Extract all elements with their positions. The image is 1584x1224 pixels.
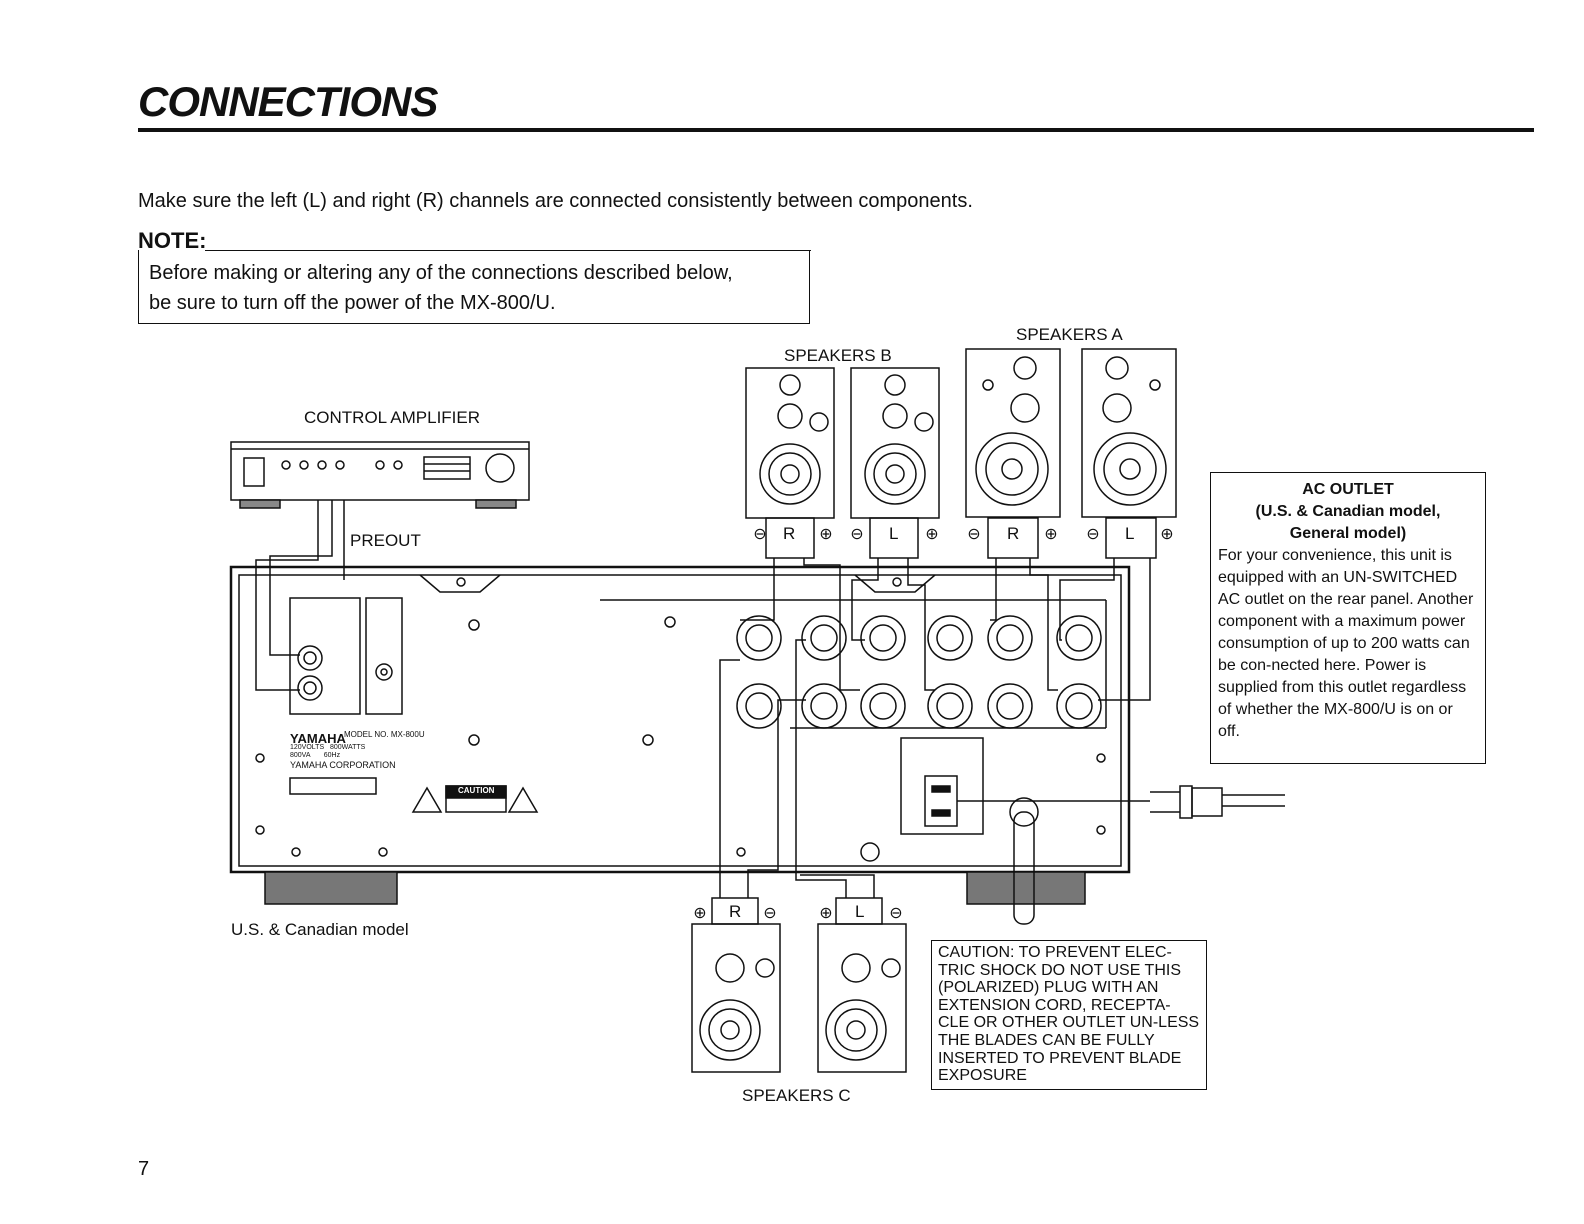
note-label: NOTE: xyxy=(138,228,207,253)
note-rule xyxy=(205,250,811,251)
svg-text:⊕: ⊕ xyxy=(1160,526,1173,543)
speakers-c-label: SPEAKERS C xyxy=(742,1086,851,1105)
panel-caution: CAUTION xyxy=(458,786,495,795)
speakers-b-drawing xyxy=(745,367,940,519)
speaker-a-r-label: R xyxy=(1007,524,1020,543)
svg-text:⊖: ⊖ xyxy=(753,526,766,543)
speakers-a-label: SPEAKERS A xyxy=(1016,325,1123,344)
svg-text:⊖: ⊖ xyxy=(1086,526,1099,543)
preout-label: PREOUT xyxy=(350,531,421,550)
ac-outlet-body: For your convenience, this unit is equip… xyxy=(1218,547,1474,740)
ac-outlet-heading: AC OUTLET xyxy=(1302,481,1394,498)
control-amplifier-drawing xyxy=(230,441,530,509)
intro-text: Make sure the left (L) and right (R) cha… xyxy=(138,190,973,212)
speakers-b-label: SPEAKERS B xyxy=(784,346,892,365)
page-title: CONNECTIONS xyxy=(138,78,438,125)
panel-rating-2: 800VA 60Hz xyxy=(290,752,341,759)
ac-outlet-subheading-2: General model) xyxy=(1289,525,1407,542)
svg-text:⊕: ⊕ xyxy=(819,526,832,543)
svg-text:⊕: ⊕ xyxy=(693,905,706,922)
note-line-2: be sure to turn off the power of the MX-… xyxy=(149,292,556,314)
panel-corporation: YAMAHA CORPORATION xyxy=(290,760,396,770)
svg-text:⊖: ⊖ xyxy=(889,905,902,922)
speakers-a-drawing xyxy=(965,348,1177,518)
note-box: Before making or altering any of the con… xyxy=(138,250,810,324)
svg-text:⊕: ⊕ xyxy=(925,526,938,543)
svg-text:⊕: ⊕ xyxy=(819,905,832,922)
svg-text:⊖: ⊖ xyxy=(850,526,863,543)
panel-brand: YAMAHA xyxy=(290,731,346,746)
ac-outlet-subheading: (U.S. & Canadian model, xyxy=(1255,503,1441,520)
power-amplifier-drawing xyxy=(229,565,1285,925)
panel-rating-1: 120VOLTS 800WATTS xyxy=(290,744,366,751)
speaker-c-r-label: R xyxy=(729,902,742,921)
model-caption: U.S. & Canadian model xyxy=(231,920,409,939)
page-number: 7 xyxy=(138,1158,150,1180)
svg-text:⊕: ⊕ xyxy=(1044,526,1057,543)
caution-box: CAUTION: TO PREVENT ELEC-TRIC SHOCK DO N… xyxy=(931,940,1207,1090)
speaker-terminal-boxes xyxy=(711,517,1157,925)
svg-text:⊖: ⊖ xyxy=(967,526,980,543)
speaker-b-l-label: L xyxy=(889,524,899,543)
title-rule xyxy=(138,128,1534,132)
speaker-terminals xyxy=(736,615,1102,729)
speakers-c-drawing xyxy=(691,923,907,1073)
control-amplifier-label: CONTROL AMPLIFIER xyxy=(304,408,481,427)
speaker-a-l-label: L xyxy=(1125,524,1135,543)
note-line-1: Before making or altering any of the con… xyxy=(149,262,733,284)
speaker-b-r-label: R xyxy=(783,524,796,543)
svg-text:⊖: ⊖ xyxy=(763,905,776,922)
ac-outlet-box: AC OUTLET (U.S. & Canadian model, Genera… xyxy=(1210,472,1486,764)
speaker-c-l-label: L xyxy=(855,902,865,921)
panel-model-no: MODEL NO. MX-800U xyxy=(344,730,425,739)
